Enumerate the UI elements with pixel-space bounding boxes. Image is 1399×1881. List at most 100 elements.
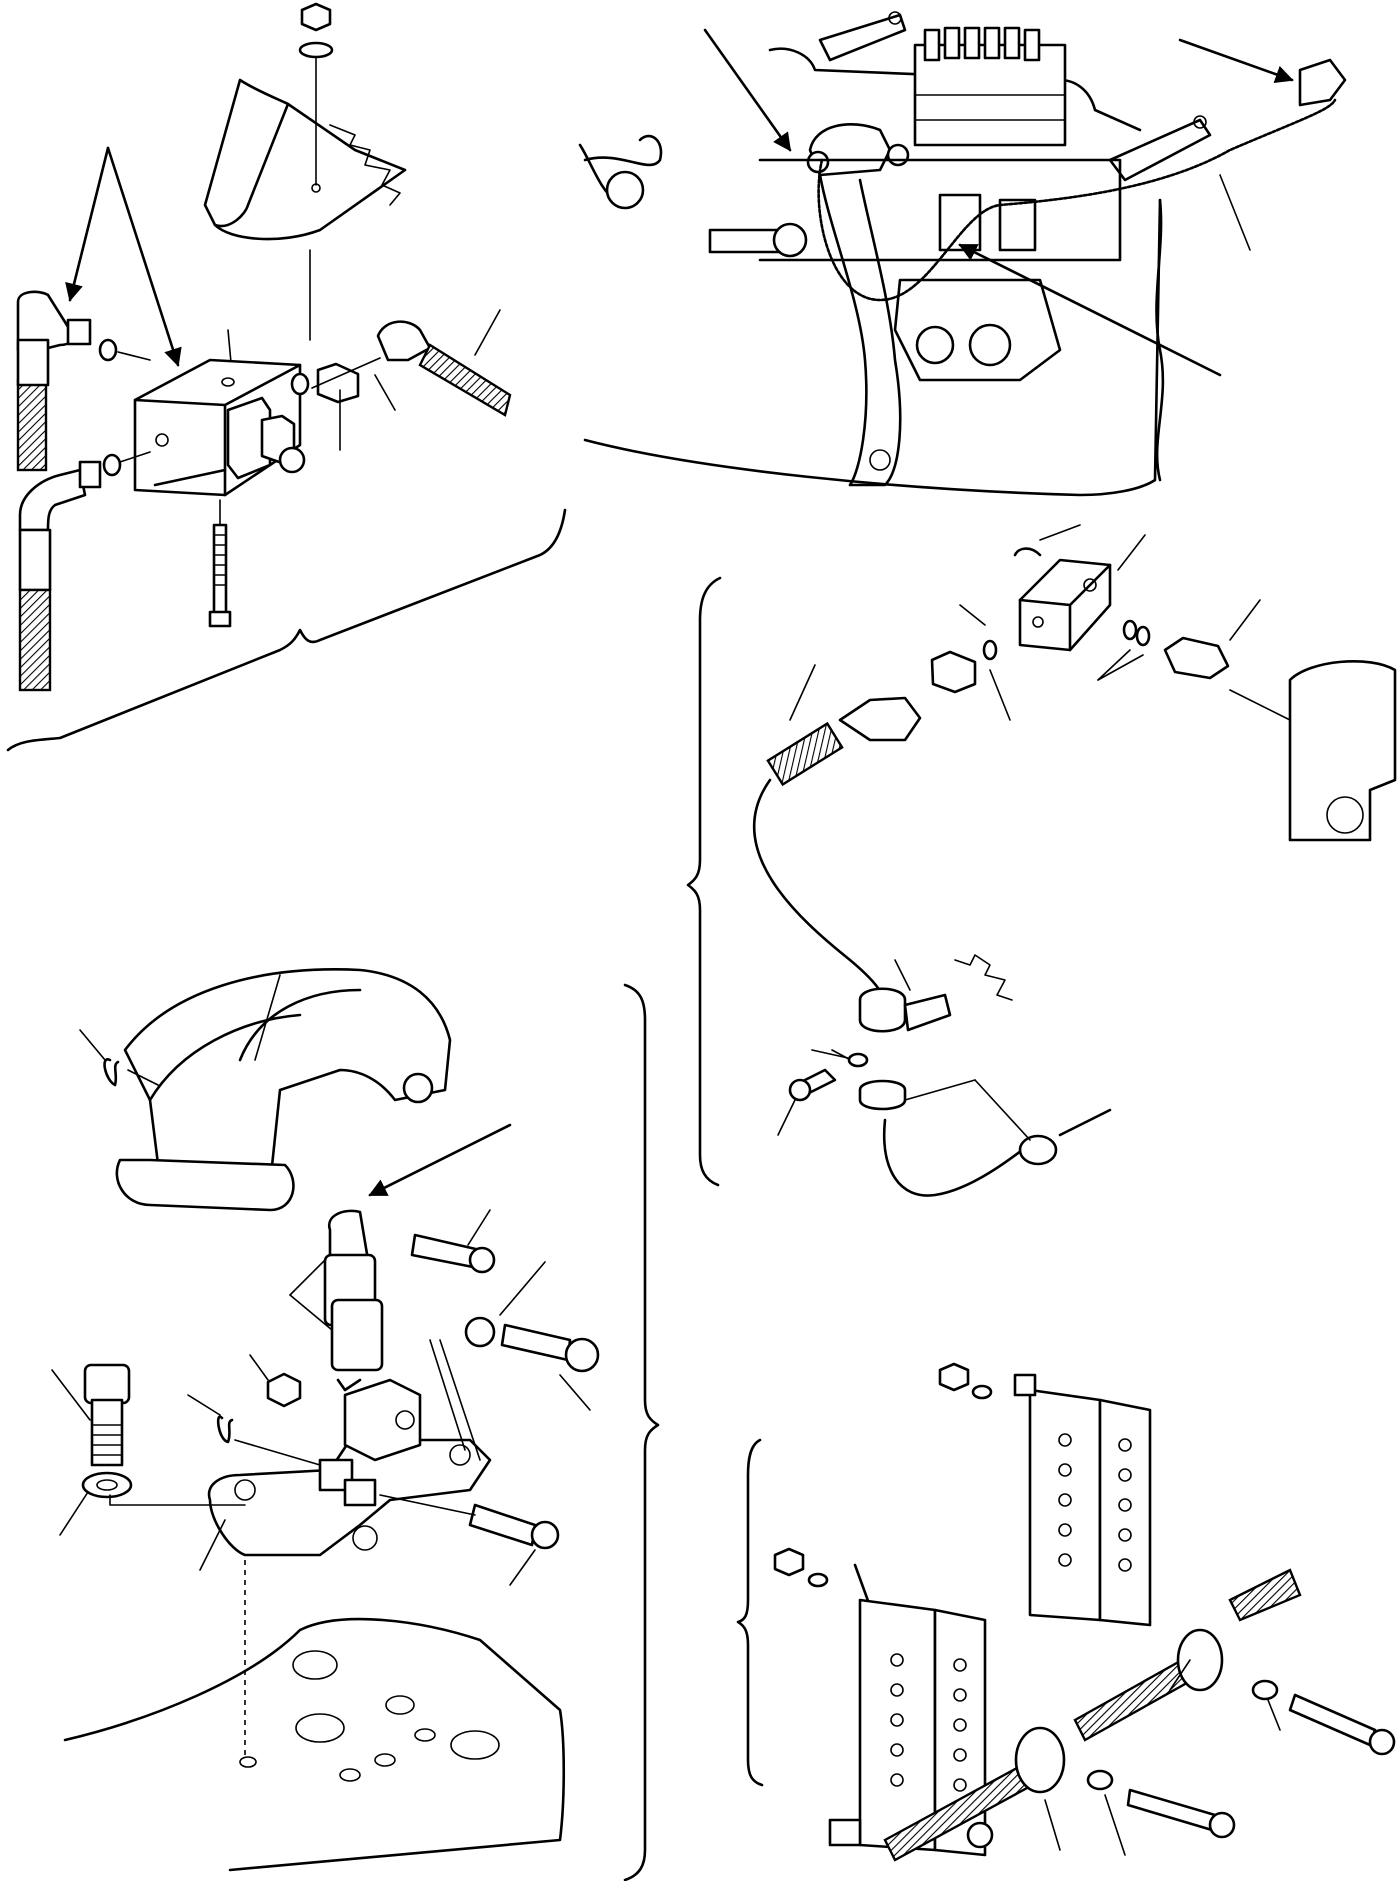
bottom-left-brace (623, 983, 660, 1881)
upper-o-ring (98, 338, 118, 362)
leader-nut (249, 1354, 269, 1381)
leader-rear-washer (1267, 1699, 1281, 1731)
top-right-engine-bay-view (578, 11, 1347, 497)
leader-b (374, 374, 396, 411)
solenoid-knob (278, 446, 306, 474)
left-mounting-strap (818, 13, 907, 62)
leader-c (474, 309, 501, 356)
sensor-adapter (930, 650, 977, 694)
lower-adapter (78, 460, 102, 489)
leader-block (1117, 534, 1146, 571)
clamp-washer (847, 1052, 869, 1068)
long-bolt-head (208, 610, 232, 628)
cotter-pin-top (103, 1058, 120, 1087)
valve-block-edges (133, 363, 302, 497)
solenoid-pin (153, 468, 227, 487)
rear-bolt-head (1368, 1728, 1396, 1756)
adapter-o-ring (982, 639, 998, 661)
yoke-ring (336, 1378, 362, 1392)
front-rod-flange (1014, 1726, 1066, 1794)
bolt-washer-right (464, 1316, 496, 1348)
floor-hole-g (339, 1768, 361, 1782)
leader-ties-a (904, 1079, 976, 1101)
callout-arrow-pin (368, 1123, 512, 1197)
front-bolt-head (1208, 1811, 1236, 1839)
upper-adapter (66, 318, 92, 346)
leader-cotter-top (127, 1069, 159, 1086)
floor-hole-d (450, 1730, 500, 1760)
sensor-cable (752, 778, 888, 1022)
pedal-clamp-rib (148, 1013, 302, 1102)
front-terminal-block (858, 1598, 937, 1852)
sensor-clip (1013, 547, 1042, 557)
bay-terminal-block-b (998, 198, 1037, 252)
lower-yoke-body (330, 1298, 384, 1372)
leader-big-bolt (51, 1369, 91, 1421)
strap-bolt-right (1193, 115, 1207, 129)
big-bolt-shank (90, 1398, 124, 1467)
upper-yoke (327, 1209, 370, 1267)
floor-hole-b (295, 1713, 345, 1743)
leader-plate-a (429, 1339, 466, 1451)
leader-cable (1219, 174, 1251, 251)
rear-bolt (1288, 1693, 1377, 1747)
housing-bore (1326, 796, 1364, 834)
pump-outlets (923, 26, 1041, 62)
cable-tie-right (1018, 1134, 1058, 1166)
right-hose (418, 343, 512, 417)
casting-bore (605, 170, 645, 210)
leader-front-flange (1044, 1799, 1061, 1851)
bay-shaft-end (772, 222, 808, 258)
bottom-right-mounting-block-view (736, 1362, 1396, 1862)
cotter-axis (234, 1439, 321, 1466)
front-bolt (1126, 1788, 1217, 1832)
rear-block-holes (1058, 1433, 1132, 1572)
bay-break-edge (1155, 198, 1165, 482)
pin-axis (379, 1494, 476, 1516)
bottom-right-brace (736, 1438, 764, 1787)
leader-o-ring (959, 604, 986, 626)
leader-big-washer (59, 1491, 89, 1536)
link-lower-hole (869, 449, 891, 471)
rear-washer (971, 1384, 993, 1400)
bay-sensor-cable (817, 98, 1337, 302)
cable-tie-lower (858, 1079, 907, 1111)
leader-front-washer (1104, 1794, 1126, 1856)
base-plate-hole-front (352, 1525, 378, 1551)
bolt-right-head (564, 1337, 600, 1373)
clamp-screw-head (788, 1078, 812, 1102)
pedal-clamp-inner-edge (238, 988, 362, 1062)
bottom-left-pedal-linkage-view (51, 968, 660, 1881)
bay-port-right (968, 323, 1012, 367)
mounting-bracket (203, 78, 290, 228)
right-mounting-strap (1108, 118, 1212, 182)
pedal-pivot-roller (115, 1158, 295, 1212)
top-washer (298, 41, 334, 59)
bay-clamp (808, 123, 892, 177)
leader-washer-right (499, 1261, 546, 1316)
rear-terminal-block-side (1098, 1398, 1152, 1627)
grommet-tab (903, 993, 952, 1032)
sensor-block-hole-top (1083, 578, 1097, 592)
lower-hose (18, 588, 52, 692)
leader-clevis-top (467, 1209, 491, 1246)
cotter-pin-bottom (216, 1415, 234, 1444)
lower-o-ring (102, 453, 122, 477)
rear-nut (938, 1362, 970, 1392)
leader-pin-bottom (509, 1549, 536, 1586)
right-o-ring (290, 372, 310, 396)
leader-plate-b (439, 1339, 481, 1461)
floor-hole-e (414, 1728, 436, 1742)
callout-arrow-block (106, 146, 182, 367)
leader-sensor (1229, 599, 1261, 641)
big-bolt-washer (81, 1471, 133, 1499)
front-block-foot-nut (966, 1821, 994, 1849)
right-fitting-axis (311, 357, 381, 389)
right-brace (686, 576, 722, 1187)
spacer-block-b (343, 1478, 377, 1507)
cable-tail (1058, 1108, 1112, 1137)
leader-bolt-right (559, 1374, 591, 1411)
big-bolt-washer-hole (96, 1479, 118, 1491)
sensor-o-ring-b (1135, 625, 1151, 647)
